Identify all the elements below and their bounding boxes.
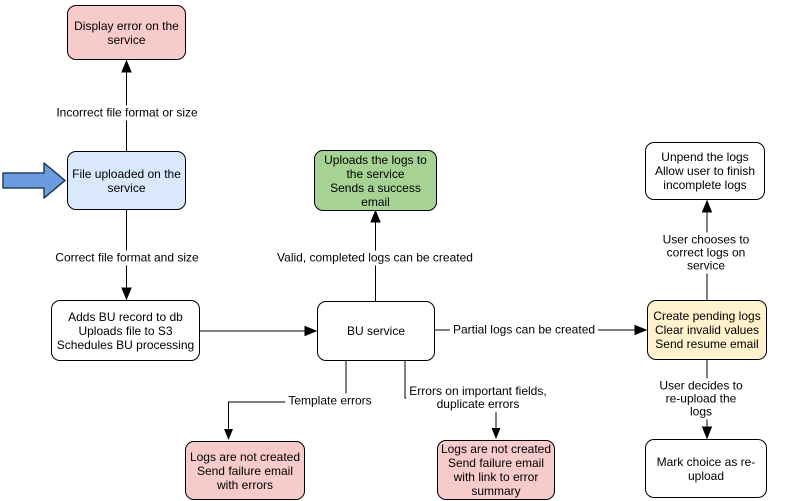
edge-label-incorrect-format: Incorrect file format or size: [53, 105, 201, 121]
edge-label-correct-on-service: User chooses to correct logs on service: [658, 232, 754, 274]
node-file-uploaded: File uploaded on the service: [67, 151, 186, 210]
edge-label-template-errors: Template errors: [285, 393, 375, 409]
node-adds-bu-record: Adds BU record to db Uploads file to S3 …: [51, 300, 200, 361]
node-logs-not-created-summary: Logs are not created Send failure email …: [437, 440, 555, 500]
node-create-pending-logs: Create pending logs Clear invalid values…: [647, 300, 767, 360]
edge-label-reupload: User decides to re-upload the logs: [651, 378, 751, 420]
edge-label-correct-format: Correct file format and size: [52, 250, 202, 266]
entry-block-arrow-icon: [2, 162, 66, 199]
edge-label-valid-logs: Valid, completed logs can be created: [274, 250, 476, 266]
node-mark-choice-reupload: Mark choice as re- upload: [645, 439, 767, 498]
node-unpend-logs: Unpend the logs Allow user to finish inc…: [645, 142, 765, 200]
node-display-error: Display error on the service: [67, 5, 186, 60]
edge-correct-format: [121, 210, 132, 301]
edge-label-important-fields: Errors on important fields, duplicate er…: [406, 384, 550, 412]
edge-label-partial-logs: Partial logs can be created: [449, 322, 599, 338]
node-logs-not-created-errors: Logs are not created Send failure email …: [185, 441, 305, 500]
node-bu-service: BU service: [317, 301, 435, 361]
node-uploads-logs-success: Uploads the logs to the service Sends a …: [314, 150, 437, 211]
edge-adds-to-service: [200, 325, 318, 337]
